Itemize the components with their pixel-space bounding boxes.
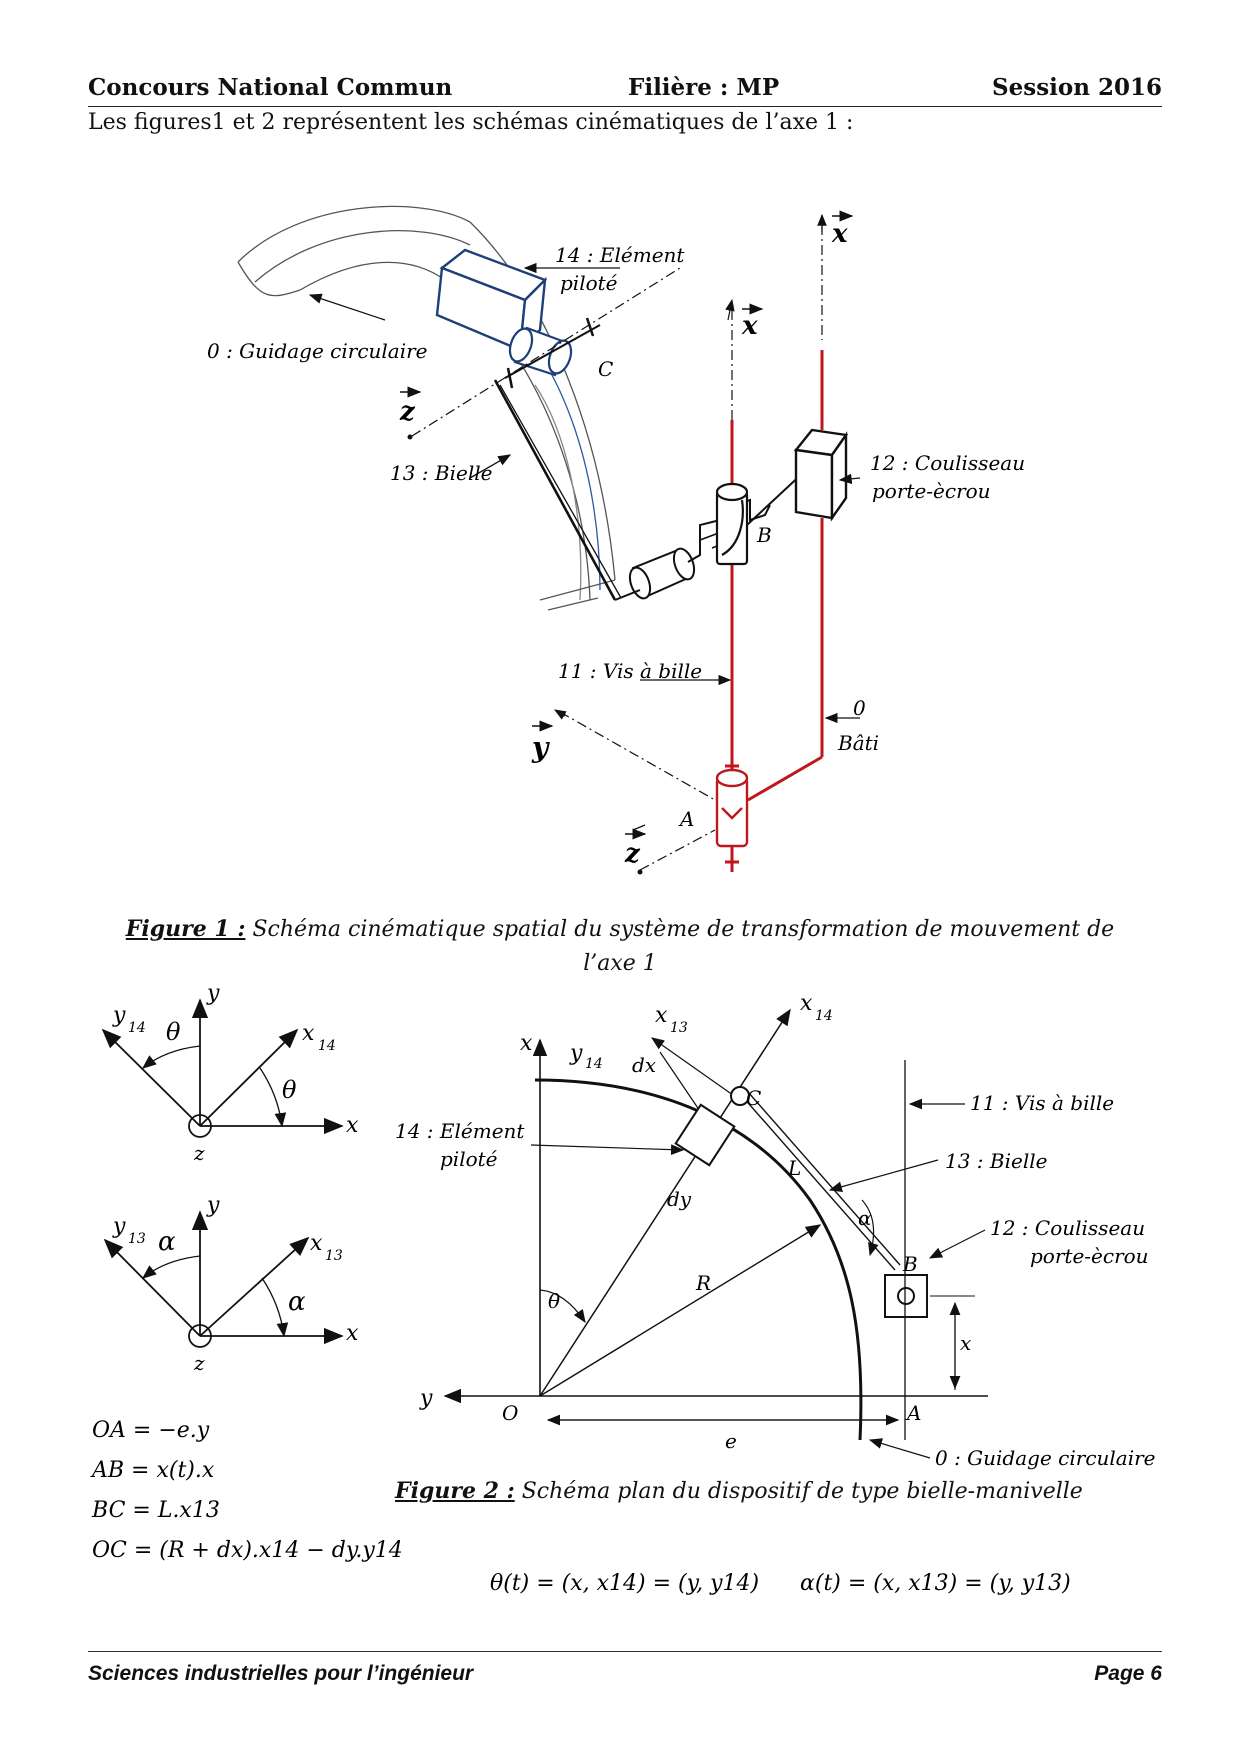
svg-text:x: x bbox=[346, 1321, 359, 1346]
frame13-alpha-1: α bbox=[288, 1287, 306, 1317]
header-rule bbox=[88, 106, 1162, 107]
fig2-point-c: C bbox=[746, 1086, 761, 1110]
frame-13-diagram bbox=[103, 1210, 344, 1348]
figure-2-caption: Figure 2 : Schéma plan du dispositif de … bbox=[395, 1478, 1083, 1504]
svg-text:x: x bbox=[346, 1113, 359, 1138]
fig1-element-label: 14 : Elément bbox=[555, 243, 685, 267]
svg-text:z: z bbox=[193, 1351, 205, 1375]
svg-text:x: x bbox=[655, 1003, 668, 1028]
fig1-axis-z-bottom: z bbox=[624, 839, 641, 869]
fig2-sub-y14: 14 bbox=[585, 1056, 603, 1072]
pivot-a-cylinder bbox=[715, 768, 749, 848]
fig2-point-o: O bbox=[502, 1401, 518, 1425]
footer-subject: Sciences industrielles pour l’ingénieur bbox=[88, 1662, 474, 1685]
equation-theta: θ(t) = (x, x14) = (y, y14) bbox=[490, 1571, 759, 1596]
fig2-dy: dy bbox=[667, 1187, 692, 1211]
svg-text:x: x bbox=[520, 1031, 533, 1056]
figure-2-and-frames: x y z x 14 y 14 θ θ x y z x 13 y 13 α α bbox=[90, 981, 1156, 1596]
figure-1-spatial-diagram: 14 : Elément piloté 0 : Guidage circulai… bbox=[207, 205, 1025, 875]
svg-text:x: x bbox=[310, 1231, 323, 1256]
fig1-coulisseau-label2: porte-ècrou bbox=[872, 479, 991, 503]
figure-2-schematic bbox=[443, 1008, 988, 1459]
svg-text:y: y bbox=[419, 1386, 433, 1411]
frame13-sub-y: 13 bbox=[128, 1231, 146, 1247]
fig1-bati-label: Bâti bbox=[837, 731, 879, 755]
fig1-vis-label: 11 : Vis à bille bbox=[558, 659, 702, 683]
fig2-bielle-label: 13 : Bielle bbox=[945, 1149, 1047, 1173]
header-session: Session 2016 bbox=[992, 74, 1162, 101]
fig2-radius-r: R bbox=[695, 1271, 711, 1295]
equation-oc: OC = (R + dx).x14 − dy.y14 bbox=[92, 1538, 403, 1563]
fig2-vis-label: 11 : Vis à bille bbox=[970, 1091, 1114, 1115]
fig1-point-b: B bbox=[756, 523, 772, 547]
fig1-point-c: C bbox=[598, 357, 613, 381]
figure-2-caption-text: Schéma plan du dispositif de type bielle… bbox=[514, 1479, 1083, 1504]
fig1-bati0-label: 0 bbox=[853, 696, 866, 720]
bielle-13-rod bbox=[493, 379, 617, 601]
svg-text:y: y bbox=[112, 1214, 126, 1239]
frame14-theta-2: θ bbox=[166, 1018, 181, 1046]
fig1-coulisseau-label: 12 : Coulisseau bbox=[870, 451, 1025, 475]
intro-text: Les figures1 et 2 représentent les schém… bbox=[88, 110, 854, 135]
svg-text:y: y bbox=[569, 1041, 583, 1066]
fig1-axis-x-right: x bbox=[831, 219, 848, 249]
fig2-guidage-label: 0 : Guidage circulaire bbox=[935, 1446, 1156, 1470]
fig1-point-a: A bbox=[678, 807, 694, 831]
fig2-point-b: B bbox=[902, 1252, 918, 1276]
svg-text:y: y bbox=[206, 1193, 220, 1218]
svg-text:y: y bbox=[112, 1003, 126, 1028]
frame14-theta-1: θ bbox=[282, 1076, 297, 1104]
fig1-axis-x-screw: x bbox=[741, 311, 758, 341]
svg-text:x: x bbox=[800, 991, 813, 1016]
header-competition: Concours National Commun bbox=[88, 74, 453, 101]
equation-ab: AB = x(t).x bbox=[90, 1458, 215, 1483]
fig1-axis-z-top: z bbox=[399, 397, 416, 427]
fig2-element-label: 14 : Elément bbox=[395, 1119, 525, 1143]
figure-1-caption-text: Schéma cinématique spatial du système de… bbox=[245, 917, 1115, 976]
fig2-coulisseau-label2: porte-ècrou bbox=[1030, 1244, 1149, 1268]
figure-1-caption: Figure 1 : Schéma cinématique spatial du… bbox=[100, 912, 1140, 981]
fig2-dx: dx bbox=[632, 1053, 656, 1077]
svg-text:z: z bbox=[193, 1141, 205, 1165]
fig2-coulisseau-label: 12 : Coulisseau bbox=[990, 1216, 1145, 1240]
coulisseau-12-block bbox=[793, 428, 849, 522]
footer-rule bbox=[88, 1651, 1162, 1652]
fig2-dim-x: x bbox=[960, 1331, 971, 1355]
frame14-sub-x: 14 bbox=[318, 1038, 336, 1054]
frame-14-diagram bbox=[101, 998, 344, 1138]
fig1-bielle-label: 13 : Bielle bbox=[390, 461, 492, 485]
frame13-sub-x: 13 bbox=[325, 1248, 343, 1264]
equation-bc: BC = L.x13 bbox=[91, 1498, 220, 1523]
fig2-theta: θ bbox=[548, 1289, 560, 1313]
pivot-b-cylinder bbox=[715, 482, 749, 566]
equation-alpha: α(t) = (x, x13) = (y, y13) bbox=[800, 1571, 1071, 1596]
fig2-dim-e: e bbox=[725, 1429, 737, 1453]
figure-1-caption-label: Figure 1 : bbox=[125, 916, 246, 942]
fig2-element-label2: piloté bbox=[440, 1147, 498, 1171]
equation-oa: OA = −e.y bbox=[92, 1418, 210, 1443]
footer-page-number: Page 6 bbox=[1094, 1662, 1162, 1685]
fig1-element-label2: piloté bbox=[560, 271, 618, 295]
pivot-c-cylinder bbox=[508, 326, 573, 377]
fig1-guidage-label: 0 : Guidage circulaire bbox=[207, 339, 428, 363]
fig2-point-a: A bbox=[905, 1401, 921, 1425]
frame13-alpha-2: α bbox=[158, 1227, 176, 1257]
fig2-alpha: α bbox=[858, 1206, 872, 1230]
header-filiere: Filière : MP bbox=[628, 74, 780, 101]
fig2-sub-x13: 13 bbox=[670, 1020, 688, 1036]
frame14-sub-y: 14 bbox=[128, 1020, 146, 1036]
svg-text:y: y bbox=[206, 981, 220, 1006]
svg-text:x: x bbox=[302, 1021, 315, 1046]
fig2-sub-x14: 14 bbox=[815, 1008, 833, 1024]
fig1-axis-y: y bbox=[531, 731, 550, 764]
fig2-length-l: L bbox=[787, 1156, 801, 1180]
figure-2-caption-label: Figure 2 : bbox=[395, 1478, 515, 1504]
